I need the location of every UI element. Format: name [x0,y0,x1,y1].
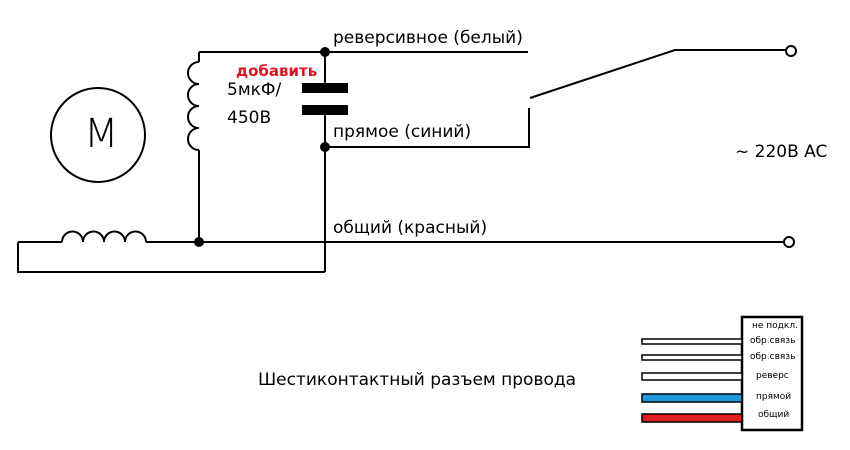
connector-wire-feedback-1 [641,338,743,345]
direct-wire [325,108,530,148]
junction-dot [320,142,330,152]
terminal-bottom [783,236,795,248]
connector-wire-common [641,413,743,423]
pin-label: не подкл. [752,321,798,331]
capacitor-plate-top [302,83,348,93]
bottom-loop-wire [17,242,325,273]
pin-label: реверс [756,371,789,381]
capacitor-plate-bottom [302,105,348,115]
capacitor-value: 5мкФ/ [227,80,282,100]
junction-dot [320,47,330,57]
connector-body [740,315,804,432]
capacitor-add-note: добавить [236,62,318,80]
junction-dot [194,237,204,247]
pin-label: общий [758,410,790,420]
start-winding-coil [187,61,200,151]
direct-wire-label: прямое (синий) [333,122,472,142]
motor-symbol [50,87,146,183]
reverse-wire-label: реверсивное (белый) [333,28,523,48]
motor-label: M [84,111,119,157]
switch-arm [529,49,786,99]
pin-label: прямой [756,392,792,402]
terminal-top [785,45,797,57]
common-wire-label: общий (красный) [333,218,488,238]
capacitor-voltage: 450В [227,108,272,128]
connector-wire-reverse [641,372,743,381]
connector-wire-feedback-2 [641,354,743,361]
run-winding-coil [61,230,147,243]
pin-label: обр.связь [750,352,796,362]
pin-label: обр.связь [750,336,796,346]
connector-title: Шестиконтактный разъем провода [258,370,577,390]
supply-label: ~ 220В AC [735,142,828,162]
connector-wire-direct [641,393,743,403]
